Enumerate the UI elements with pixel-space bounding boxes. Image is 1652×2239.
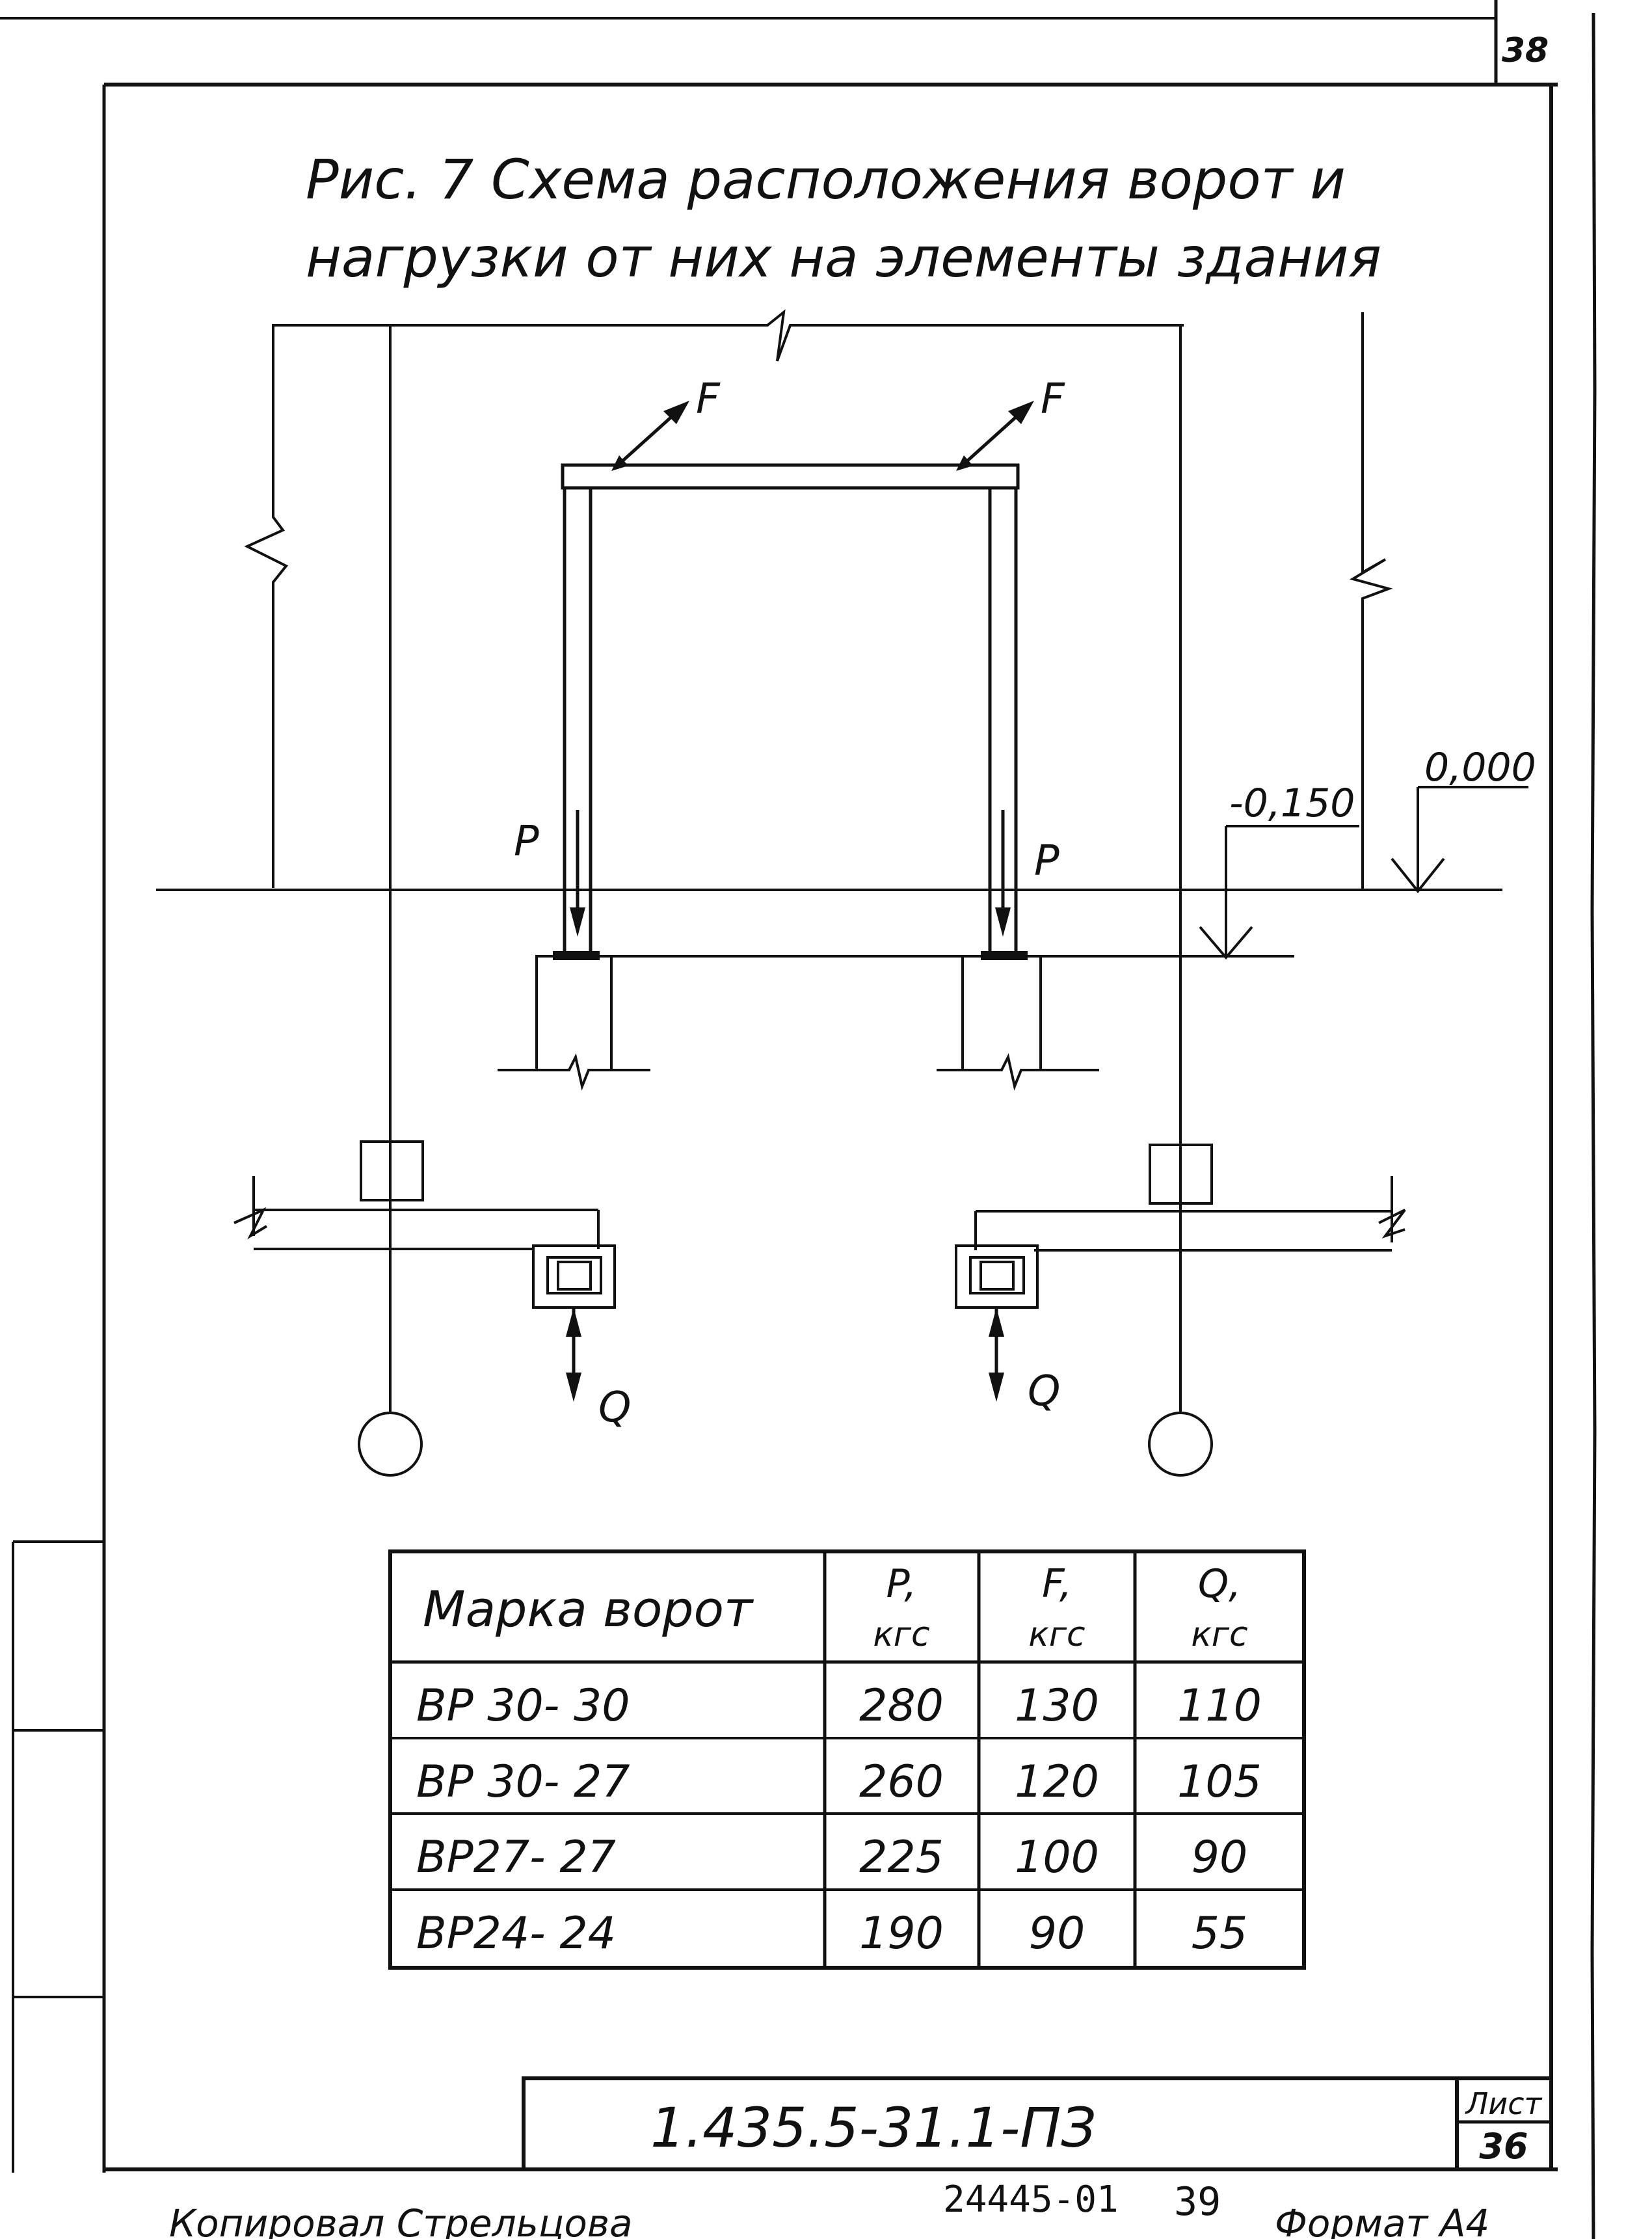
- title-block: Лист 36 1.435.5-31.1-ПЗ: [522, 2076, 1551, 2169]
- table-cell-F: 130: [1015, 1680, 1099, 1732]
- figure-title-line1: Рис. 7 Схема расположения ворот и: [306, 148, 1346, 211]
- table-cell-P: 190: [859, 1908, 944, 1959]
- bottom-left-text: Копировал Стрельцова: [169, 2201, 633, 2239]
- sheet-label: Лист: [1465, 2086, 1543, 2121]
- table-header-Q: Q,: [1198, 1561, 1241, 1607]
- force-F-arrows: F F: [611, 375, 1065, 471]
- table-cell-Q: 110: [1177, 1680, 1262, 1732]
- table-cell-Q: 105: [1177, 1756, 1262, 1808]
- table-cell-Q: 90: [1192, 1832, 1248, 1883]
- gate-frame: [553, 463, 1028, 960]
- level-mark-minus: -0,150: [1199, 781, 1359, 960]
- table-cell-P: 260: [859, 1756, 944, 1808]
- force-F-label-right: F: [1041, 375, 1065, 423]
- force-F-label-left: F: [696, 375, 721, 423]
- force-P-label-left: P: [514, 818, 539, 866]
- foundations: [498, 955, 1099, 1091]
- force-P-label-right: P: [1034, 837, 1059, 885]
- bottom-stamp-page: 39: [1174, 2179, 1221, 2225]
- figure-title-line2: нагрузки от них на элементы здания: [306, 226, 1381, 289]
- ground-lines: [156, 889, 1502, 958]
- table-cell-mark: ВР 30- 30: [416, 1680, 630, 1732]
- table-cell-P: 225: [859, 1832, 944, 1883]
- table-header-P: P,: [886, 1561, 917, 1607]
- table-header-mark: Марка ворот: [423, 1580, 754, 1638]
- building-wall-outline: [244, 309, 1393, 891]
- force-Q-label-right: Q: [1028, 1367, 1060, 1415]
- table-row: ВР24- 24 190 90 55: [416, 1908, 1247, 1959]
- table-cell-F: 100: [1015, 1832, 1099, 1883]
- corner-page-box: 38: [1496, 31, 1558, 87]
- table-cell-mark: ВР24- 24: [416, 1908, 616, 1959]
- level-zero-label: 0,000: [1424, 745, 1536, 790]
- document-code: 1.435.5-31.1-ПЗ: [650, 2096, 1096, 2160]
- table-row: ВР 30- 27 260 120 105: [416, 1756, 1262, 1808]
- table-cell-P: 280: [859, 1680, 944, 1732]
- table-cell-mark: ВР 30- 27: [416, 1756, 630, 1808]
- table-header-F-unit: кгс: [1028, 1615, 1085, 1654]
- bottom-format: Формат А4: [1275, 2201, 1489, 2239]
- table-row: ВР27- 27 225 100 90: [416, 1832, 1247, 1883]
- table-header-F: F,: [1042, 1561, 1072, 1607]
- force-P-arrows: P P: [514, 810, 1059, 937]
- plan-right: [955, 325, 1406, 1477]
- force-Q-label-left: Q: [598, 1384, 631, 1432]
- plan-left: [233, 325, 616, 1477]
- level-mark-zero: 0,000: [1391, 745, 1536, 894]
- table-cell-F: 90: [1029, 1908, 1086, 1959]
- force-Q-arrows: Q Q: [566, 1307, 1060, 1432]
- table-header-Q-unit: кгс: [1191, 1615, 1247, 1654]
- table-row: ВР 30- 30 280 130 110: [416, 1680, 1262, 1732]
- table-cell-F: 120: [1015, 1756, 1099, 1808]
- table-cell-Q: 55: [1192, 1908, 1248, 1959]
- corner-page-number: 38: [1502, 31, 1549, 70]
- table-cell-mark: ВР27- 27: [416, 1832, 616, 1883]
- level-minus-label: -0,150: [1229, 781, 1355, 826]
- sheet-frame: [0, 0, 1597, 2239]
- bottom-stamp-number: 24445-01: [943, 2179, 1119, 2221]
- loads-table: Марка ворот P, кгс F, кгс Q, кгс ВР 30- …: [388, 1549, 1306, 1970]
- sheet-number: 36: [1479, 2126, 1528, 2167]
- table-header-P-unit: кгс: [873, 1615, 929, 1654]
